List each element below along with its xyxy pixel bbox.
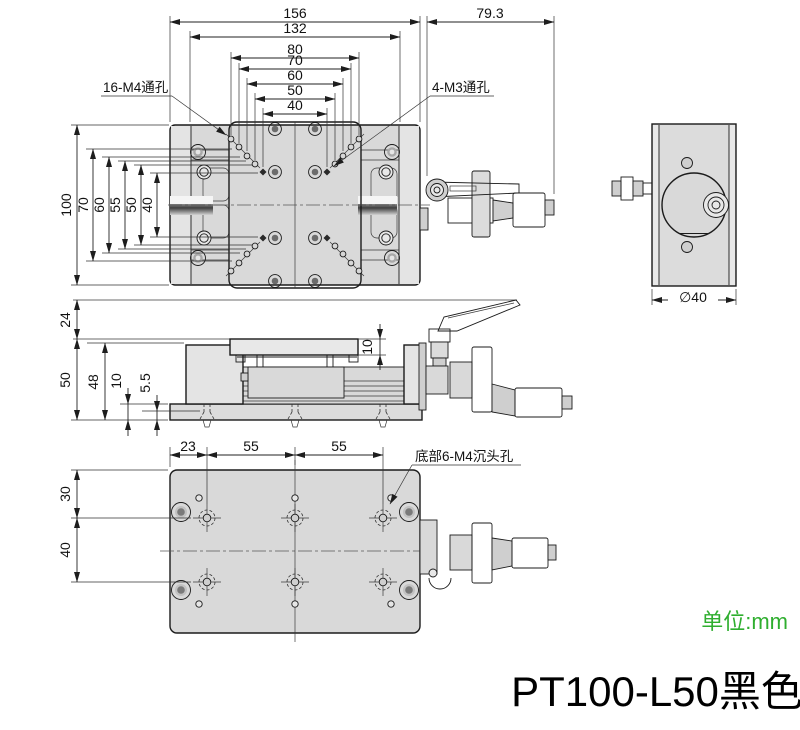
micrometer-thimble [511, 537, 549, 569]
dim-v55: 55 [107, 197, 123, 213]
dim-v40: 40 [139, 197, 155, 213]
rail-detail-lines [191, 149, 399, 261]
rail-slot [358, 204, 397, 215]
product-title: PT100-L50黑色 [511, 668, 800, 715]
dim-40: 40 [57, 542, 73, 558]
micrometer-cone [491, 383, 516, 417]
dim-30: 30 [57, 486, 73, 502]
units-note: 单位:mm [701, 609, 788, 634]
rail-slot [170, 204, 213, 215]
top-view-labels: 16-M4通孔 4-M3通孔 [101, 80, 494, 167]
dim-10-right: 10 [359, 339, 375, 355]
label-m3-holes: 4-M3通孔 [432, 80, 490, 95]
side-view-clamp-knob [611, 176, 653, 201]
rail-slot-highlight [170, 196, 213, 204]
lever-slot [449, 185, 477, 192]
micrometer-mount [449, 361, 473, 399]
dim-5-5: 5.5 [137, 373, 153, 393]
end-cap-screws [190, 144, 400, 266]
dim-60: 60 [287, 67, 303, 83]
front-view-lever [425, 299, 521, 395]
dim-24: 24 [57, 312, 73, 328]
dim-48: 48 [85, 374, 101, 390]
dim-50: 50 [287, 82, 303, 98]
front-carriage [247, 366, 345, 399]
dim-79-3: 79.3 [476, 5, 503, 21]
m4-hole-pattern [225, 133, 365, 277]
micrometer-cone [491, 537, 513, 571]
bottom-view: 23 55 55 30 40 底部6-M4沉头孔 [57, 438, 557, 642]
dim-55-b: 55 [331, 438, 347, 454]
side-view: ∅40 [611, 123, 737, 305]
bottom-countersink-holes [193, 504, 397, 596]
rail-slot-highlight [358, 196, 397, 204]
dim-23: 23 [180, 438, 196, 454]
dim-diameter-40: ∅40 [679, 289, 707, 305]
top-view-micrometer [419, 170, 555, 238]
micrometer-tip [547, 544, 557, 561]
micrometer-tip [561, 395, 573, 410]
bottom-view-label: 底部6-M4沉头孔 [389, 449, 521, 505]
front-view-micrometer [449, 346, 573, 418]
micrometer-flange [471, 346, 493, 413]
dim-70: 70 [287, 52, 303, 68]
dim-v60: 60 [91, 197, 107, 213]
front-view: 24 50 48 10 5.5 10 [57, 299, 573, 436]
dim-50: 50 [57, 372, 73, 388]
dim-80: 80 [287, 41, 303, 57]
dim-156: 156 [283, 5, 307, 21]
dim-132: 132 [283, 20, 307, 36]
label-counterbore-holes: 底部6-M4沉头孔 [415, 449, 514, 464]
platform-counterbore-holes [268, 122, 322, 288]
dim-v50: 50 [123, 197, 139, 213]
top-view: 156 132 80 70 60 50 40 79.3 100 70 60 55… [58, 5, 555, 289]
front-platform-plate [229, 338, 359, 356]
bottom-corner-screws [171, 502, 419, 600]
dim-v70: 70 [75, 197, 91, 213]
side-view-dimension: ∅40 [651, 288, 737, 305]
side-view-micrometer-tip [703, 192, 729, 218]
micrometer-thimble [512, 192, 546, 228]
label-m4-holes: 16-M4通孔 [103, 80, 169, 95]
micrometer-tip [544, 199, 555, 216]
micrometer-flange [471, 522, 493, 584]
micrometer-thimble [514, 387, 563, 418]
dim-40: 40 [287, 97, 303, 113]
rail-washers [196, 164, 394, 246]
dim-v100: 100 [58, 193, 74, 217]
bottom-view-micrometer [419, 519, 557, 590]
bottom-view-dimensions: 23 55 55 30 40 [57, 438, 384, 583]
side-view-hole-bottom [681, 241, 693, 253]
micrometer-taper [492, 199, 514, 222]
dim-10-left: 10 [108, 373, 124, 389]
front-view-dimensions: 24 50 48 10 5.5 10 [57, 299, 386, 436]
clamp-flange [471, 170, 491, 238]
front-base-plate [169, 403, 423, 421]
micrometer-mount [449, 534, 473, 571]
dim-55-a: 55 [243, 438, 259, 454]
top-view-dimensions: 156 132 80 70 60 50 40 79.3 100 70 60 55… [58, 5, 555, 286]
m3-hole-marks [259, 168, 331, 242]
front-countersink-holes [199, 404, 391, 428]
side-view-hole-top [681, 157, 693, 169]
